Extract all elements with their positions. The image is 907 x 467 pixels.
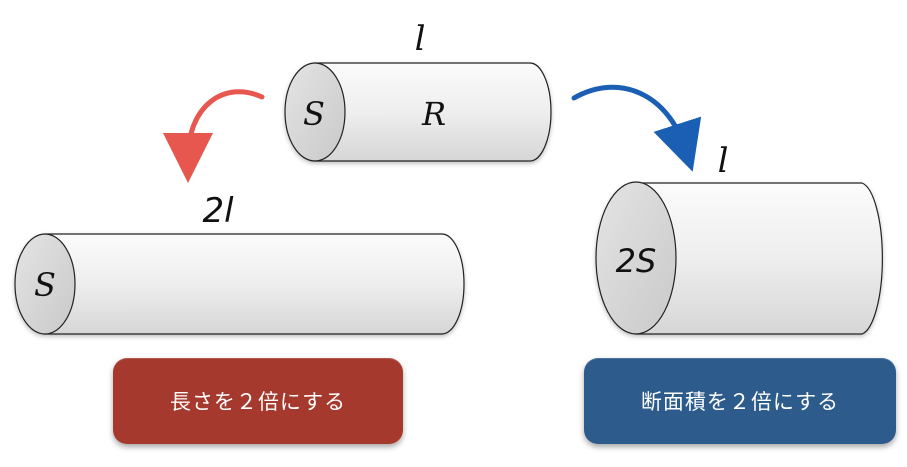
double-area-cylinder bbox=[595, 181, 883, 335]
double-area-face-label: 2S bbox=[616, 242, 657, 280]
original-cylinder bbox=[284, 62, 552, 162]
original-face-label: S bbox=[303, 95, 325, 133]
double-length-button[interactable]: 長さを２倍にする bbox=[113, 358, 403, 444]
right-arrow bbox=[571, 84, 702, 172]
double-area-length-label: l bbox=[718, 141, 729, 181]
left-arrow bbox=[163, 89, 265, 183]
original-resistance-label: R bbox=[421, 95, 446, 133]
double-length-face-label: S bbox=[34, 266, 56, 304]
double-length-label: 2l bbox=[202, 191, 234, 231]
double-length-cylinder bbox=[14, 233, 465, 335]
double-area-button[interactable]: 断面積を２倍にする bbox=[584, 358, 896, 444]
original-length-label: l bbox=[415, 19, 426, 59]
